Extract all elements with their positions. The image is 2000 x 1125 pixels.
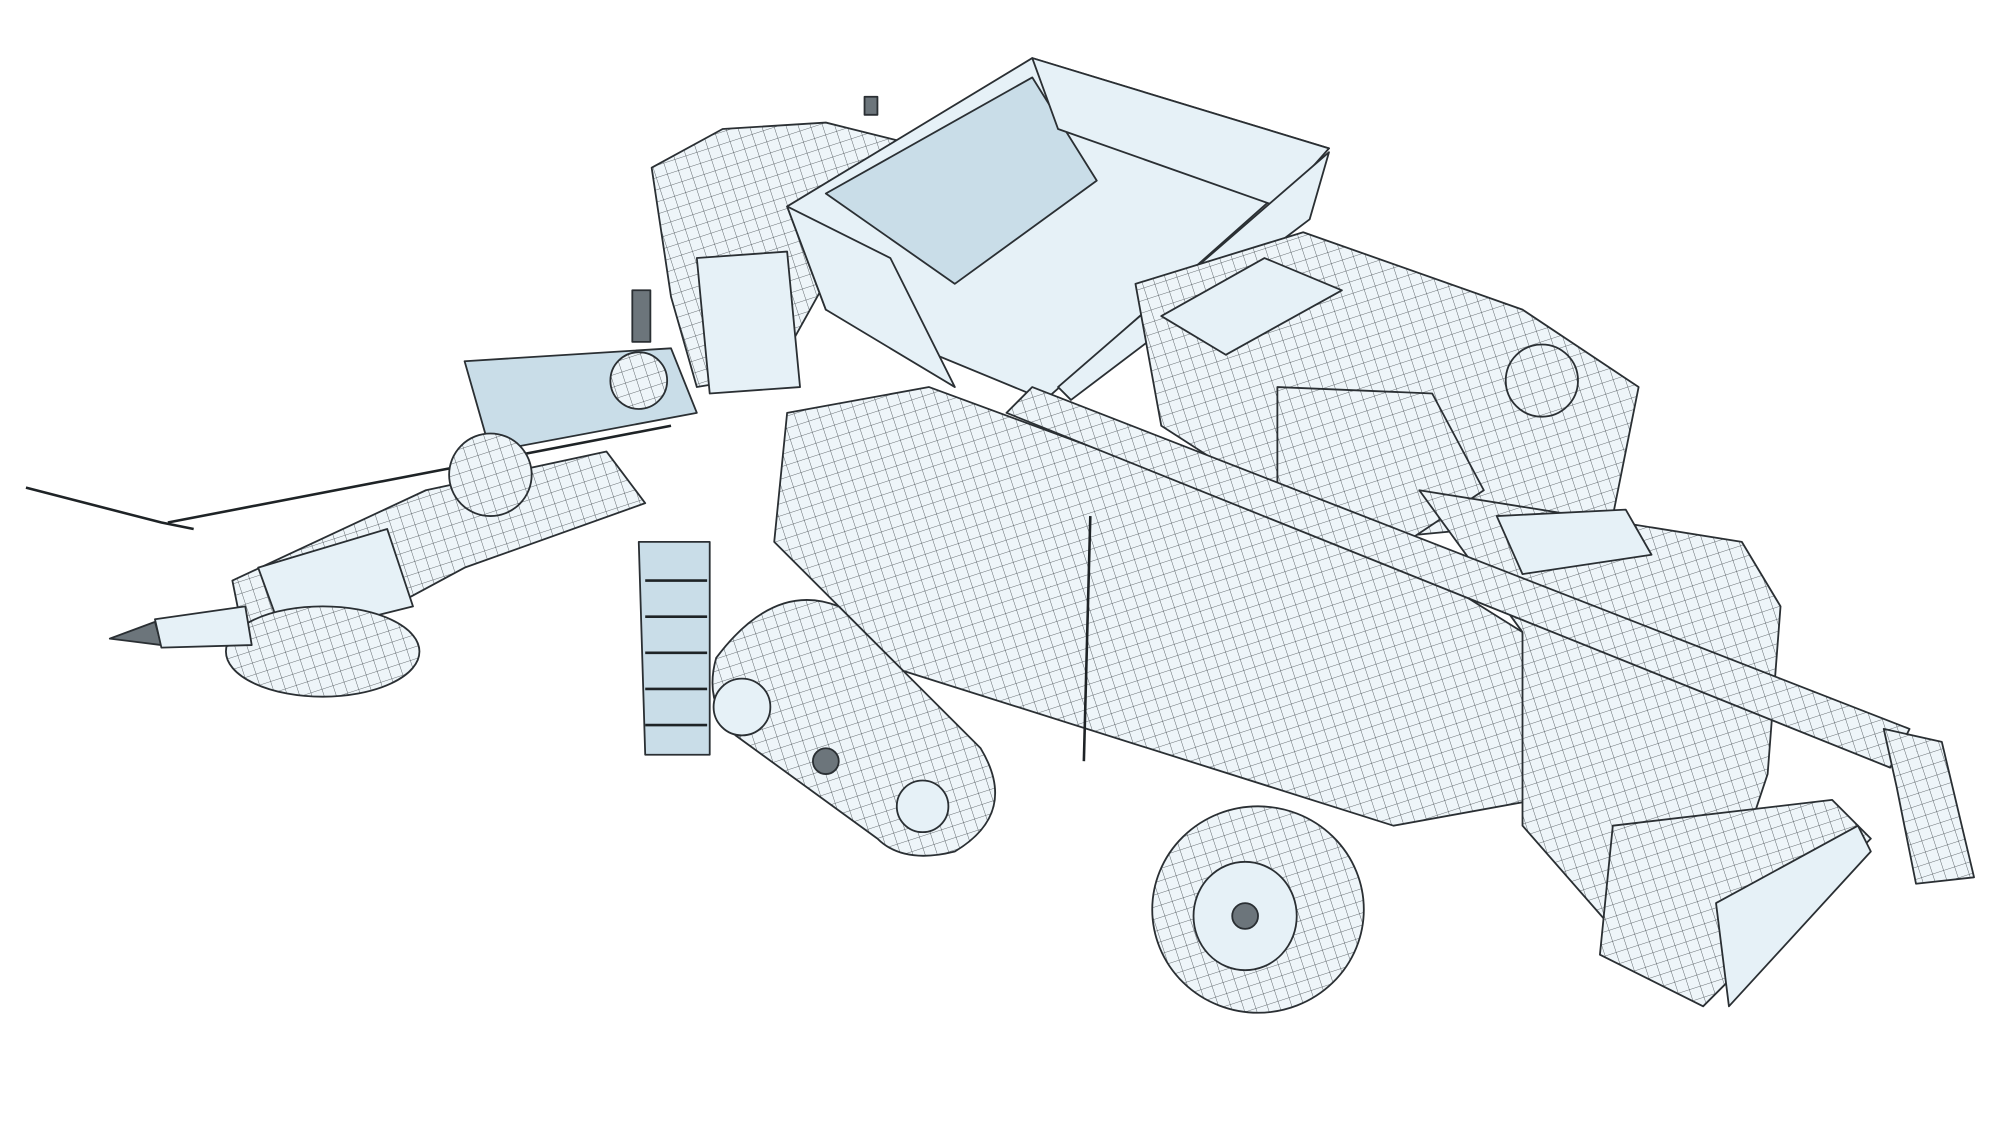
rear-hatch [1495, 508, 1653, 576]
track-wheel [895, 779, 950, 834]
auger-tube [1005, 386, 1911, 769]
track-wheel [712, 677, 772, 737]
rear-spreader [1599, 798, 1872, 1008]
hub [1231, 902, 1259, 930]
ladder [637, 540, 711, 756]
unloading-auger [1005, 386, 1975, 885]
header-assembly [25, 347, 698, 698]
cooler-panel [1160, 257, 1343, 356]
tank-extension-flap [786, 205, 956, 388]
rear-wheel [1151, 805, 1365, 1014]
header-point [108, 620, 163, 646]
auger-spout [1882, 728, 1975, 885]
header-gathering-drum [225, 605, 421, 698]
header-divider-rod [25, 486, 194, 531]
cab-window [695, 250, 801, 395]
rubber-track [711, 599, 996, 857]
header-roller [448, 432, 533, 517]
header-roller [609, 351, 669, 410]
engine-deck [1134, 231, 1640, 543]
air-intake [1504, 343, 1579, 418]
beacon-light-icon [863, 95, 879, 116]
mirror-icon [631, 289, 652, 343]
ladder-frame [637, 540, 711, 756]
